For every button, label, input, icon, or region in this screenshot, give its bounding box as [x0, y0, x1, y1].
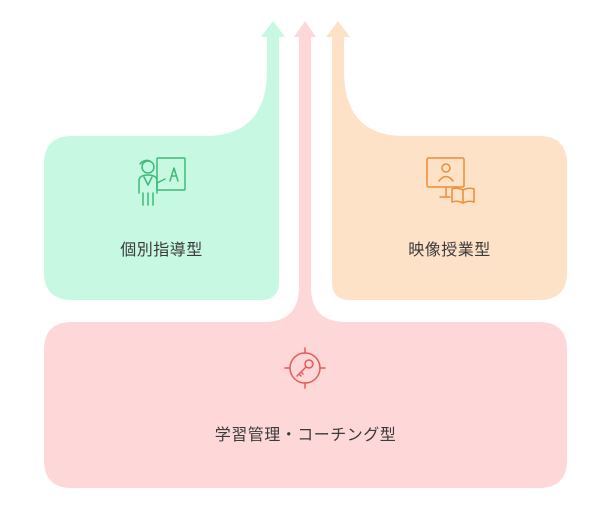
- coaching-label: 学習管理・コーチング型: [214, 425, 397, 444]
- video-lesson-label: 映像授業型: [408, 240, 491, 259]
- individual-box-shape: [44, 21, 285, 300]
- coaching-box-shape: [44, 21, 567, 488]
- individual-box-group: [44, 21, 285, 300]
- teacher-whiteboard-icon: [138, 157, 186, 206]
- video-box-shape: [326, 21, 567, 300]
- target-key-icon: [284, 347, 326, 389]
- individual-tutoring-label: 個別指導型: [120, 240, 203, 259]
- online-lesson-icon: [426, 157, 475, 204]
- video-box-group: [326, 21, 567, 300]
- coaching-box-group: [44, 21, 567, 488]
